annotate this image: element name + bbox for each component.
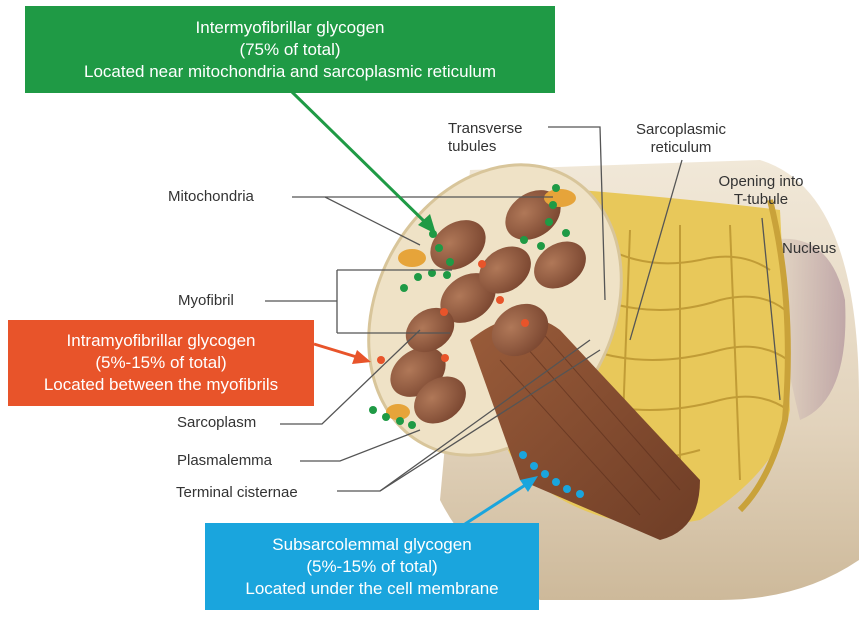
label-plasmalemma: Plasmalemma	[177, 452, 272, 470]
callout-location: Located between the myofibrils	[44, 374, 278, 396]
label-myofibril: Myofibril	[178, 292, 234, 310]
label-nucleus: Nucleus	[782, 240, 836, 258]
intermyofibrillar-glycogen-callout: Intermyofibrillar glycogen (75% of total…	[25, 6, 555, 93]
label-opening-into-t-tubule: Opening into T-tubule	[706, 173, 816, 209]
label-line: T-tubule	[706, 191, 816, 209]
callout-title: Intermyofibrillar glycogen	[196, 17, 385, 39]
callout-location: Located under the cell membrane	[245, 578, 498, 600]
label-line: tubules	[448, 138, 543, 156]
callout-percent: (75% of total)	[239, 39, 340, 61]
intramyofibrillar-glycogen-callout: Intramyofibrillar glycogen (5%-15% of to…	[8, 320, 314, 406]
label-mitochondria: Mitochondria	[168, 188, 254, 206]
label-line: Opening into	[706, 173, 816, 191]
callout-percent: (5%-15% of total)	[95, 352, 226, 374]
label-transverse-tubules: Transverse tubules	[448, 120, 543, 156]
callout-title: Subsarcolemmal glycogen	[272, 534, 471, 556]
callout-title: Intramyofibrillar glycogen	[67, 330, 256, 352]
label-line: reticulum	[626, 139, 736, 157]
label-line: Sarcoplasmic	[626, 121, 736, 139]
label-sarcoplasmic-reticulum: Sarcoplasmic reticulum	[626, 121, 736, 157]
subsarcolemmal-glycogen-callout: Subsarcolemmal glycogen (5%-15% of total…	[205, 523, 539, 610]
callout-location: Located near mitochondria and sarcoplasm…	[84, 61, 496, 83]
callout-percent: (5%-15% of total)	[306, 556, 437, 578]
label-terminal-cisternae: Terminal cisternae	[176, 484, 298, 502]
label-line: Transverse	[448, 120, 543, 138]
label-sarcoplasm: Sarcoplasm	[177, 414, 256, 432]
